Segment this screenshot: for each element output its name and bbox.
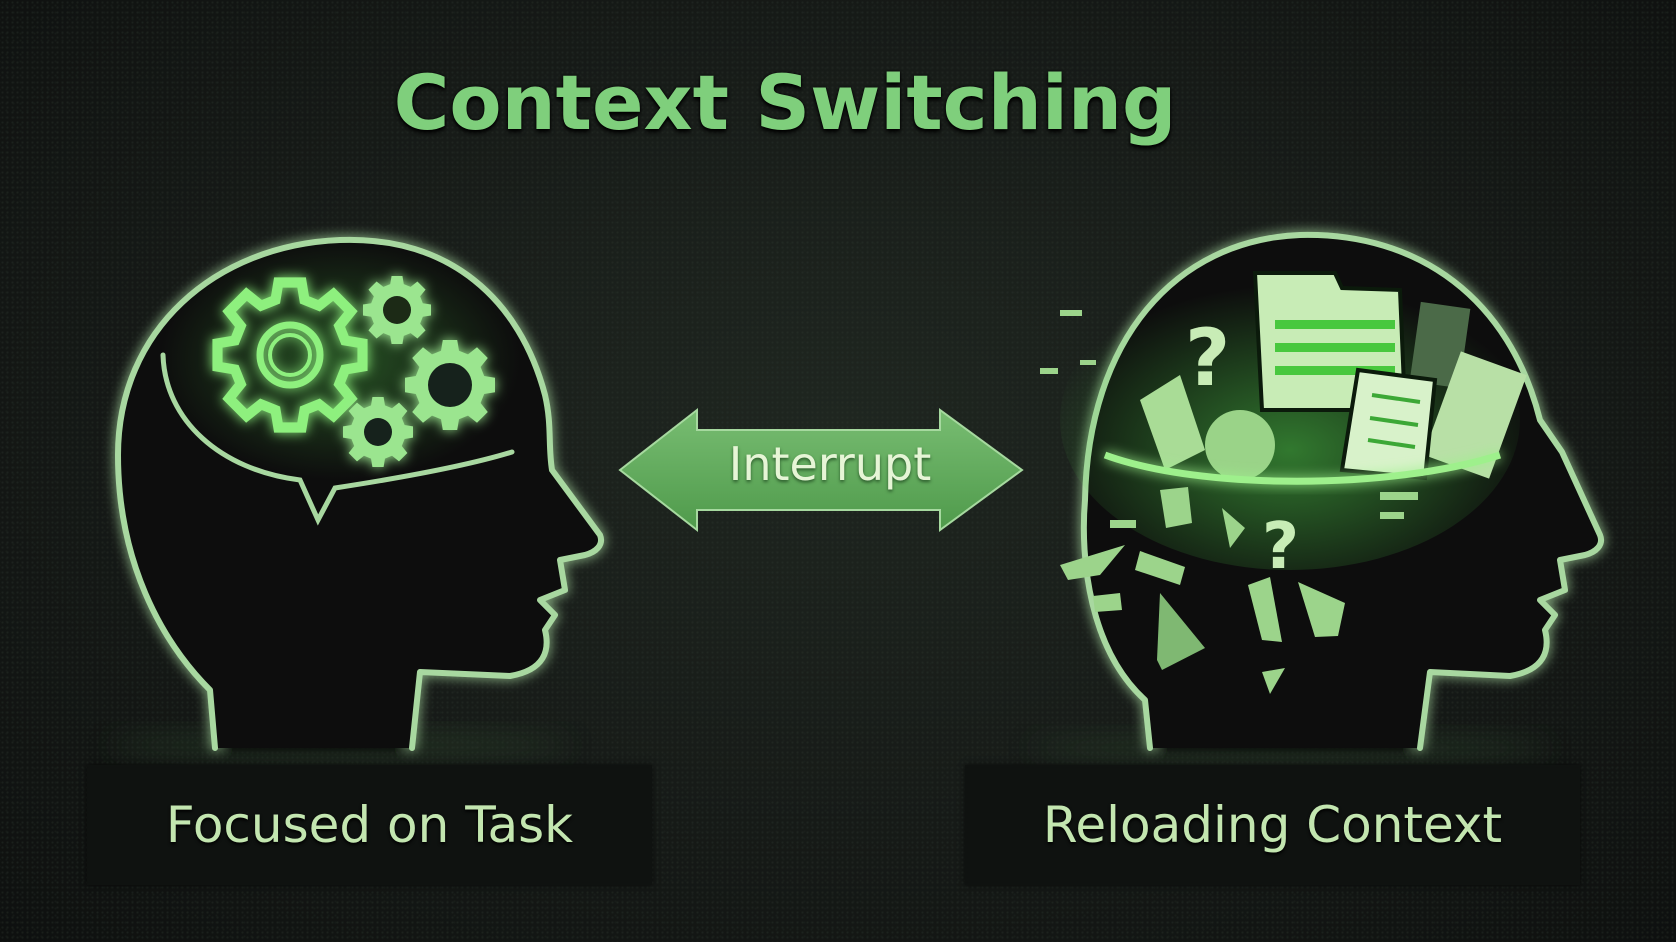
interrupt-label: Interrupt bbox=[728, 437, 932, 491]
left-head-illustration bbox=[110, 236, 604, 757]
document-icon bbox=[1339, 351, 1527, 481]
reloading-label-box: Reloading Context bbox=[965, 765, 1580, 885]
right-head-illustration: ? ? bbox=[1030, 231, 1604, 760]
interrupt-arrow bbox=[618, 407, 1024, 533]
gear-icon bbox=[343, 276, 495, 467]
gear-icon bbox=[218, 283, 363, 428]
question-mark-icon: ? bbox=[1185, 314, 1230, 404]
double-arrow-icon bbox=[618, 407, 1024, 533]
shattered-fragments bbox=[1040, 310, 1418, 694]
reloading-label: Reloading Context bbox=[1042, 796, 1503, 854]
question-mark-icon: ? bbox=[1262, 510, 1299, 584]
focused-label: Focused on Task bbox=[165, 796, 574, 854]
page-title: Context Switching bbox=[393, 58, 1177, 147]
focused-label-box: Focused on Task bbox=[87, 765, 652, 885]
